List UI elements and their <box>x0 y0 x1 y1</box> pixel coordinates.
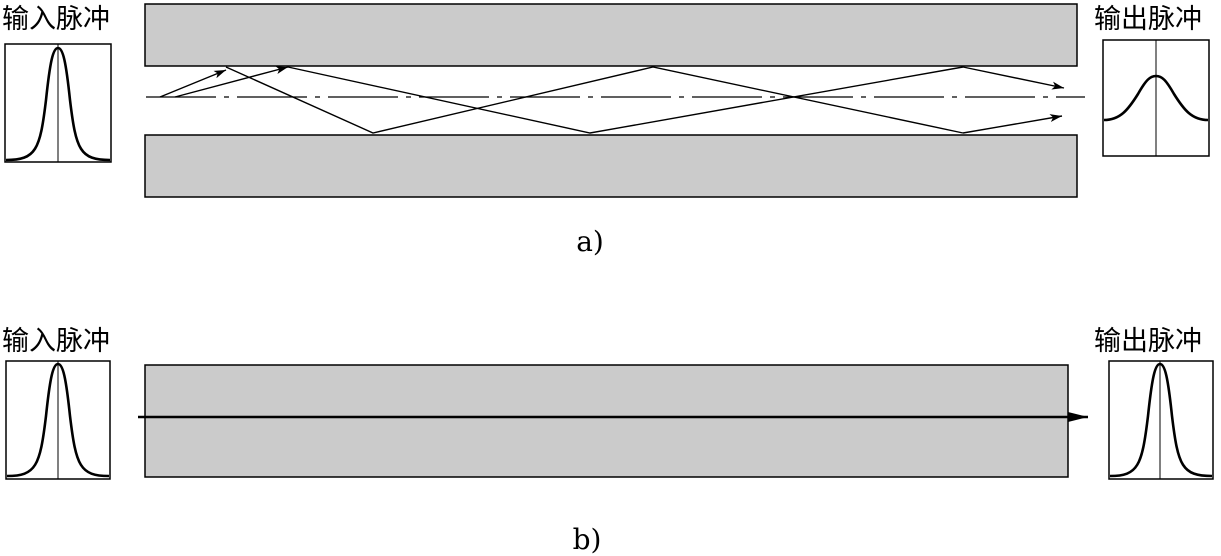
input-pulse-box-b <box>5 360 111 480</box>
lower-cladding-slab <box>144 134 1078 198</box>
input-pulse-box-a <box>4 43 112 163</box>
ray-entry-1 <box>159 69 227 98</box>
upper-cladding-slab <box>144 3 1078 67</box>
ray-exit-1 <box>962 114 1063 134</box>
ray-entry-2 <box>174 66 289 98</box>
panel-b: 输入脉冲 输出脉冲 b) <box>2 326 1214 556</box>
ray-exit-2 <box>962 66 1065 90</box>
ray-path-1 <box>225 66 964 134</box>
output-pulse-label-a: 输出脉冲 <box>1094 4 1202 35</box>
fiber-core-slab <box>144 364 1069 478</box>
panel-a: 输入脉冲 输出脉冲 a) <box>2 3 1210 258</box>
input-pulse-label-b: 输入脉冲 <box>2 326 110 357</box>
ray-path-2 <box>287 66 964 134</box>
output-pulse-box-a <box>1102 39 1210 157</box>
input-pulse-label-a: 输入脉冲 <box>2 4 110 35</box>
output-pulse-box-b <box>1108 360 1214 480</box>
caption-b: b) <box>573 523 602 556</box>
caption-a: a) <box>576 225 604 258</box>
output-pulse-label-b: 输出脉冲 <box>1094 326 1202 357</box>
